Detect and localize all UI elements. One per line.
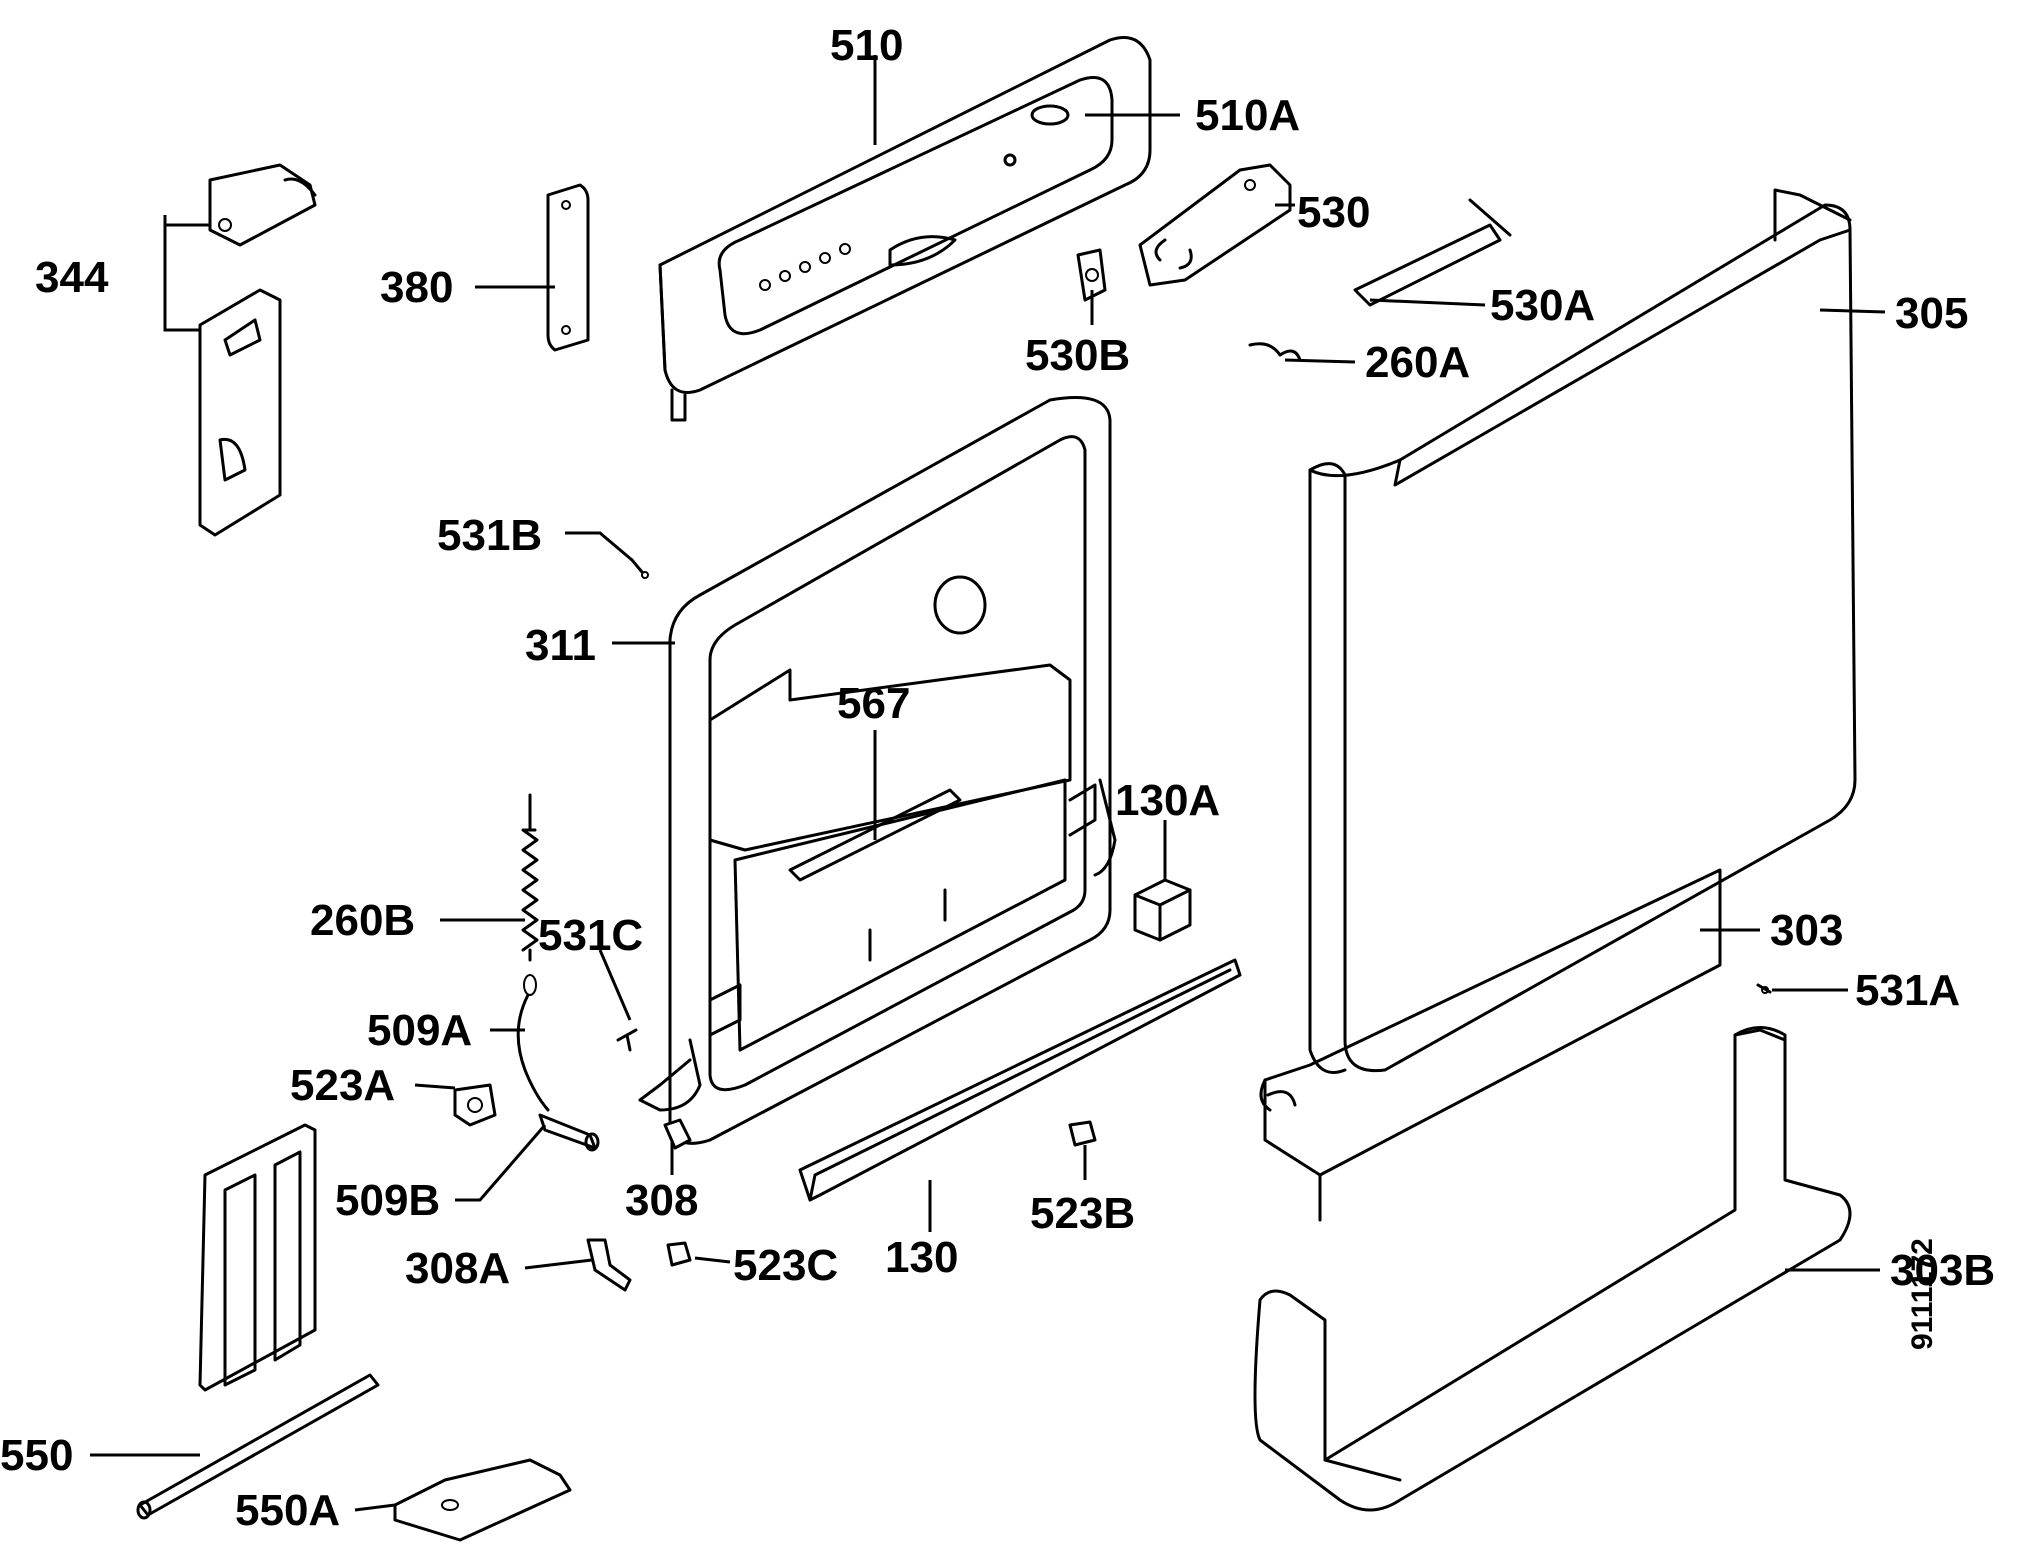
label-531A: 531A [1855,966,1960,1015]
bracket-308A-part [586,1238,632,1292]
label-510: 510 [830,21,903,70]
lower-trim-part [1259,868,1722,1222]
spring-part [521,793,539,996]
part-labels: 510 510A 530 530A 530B 260A 305 344 380 … [0,21,1995,1535]
label-380: 380 [380,263,453,312]
cable-part [516,993,550,1112]
small-spring-part [1248,342,1302,362]
label-130: 130 [885,1233,958,1282]
label-530A: 530A [1490,281,1595,330]
label-523B: 523B [1030,1189,1135,1238]
leg-frame-part [136,1123,380,1520]
clip-523C-part [666,1241,692,1267]
inner-door-part [638,396,1117,1145]
label-303: 303 [1770,906,1843,955]
clip-part [1076,248,1107,302]
screw-531A-part [1756,983,1772,994]
kick-plate-part [1253,1026,1852,1512]
leader-lines [90,55,1886,1512]
label-550: 550 [0,1431,73,1480]
label-531B: 531B [437,511,542,560]
label-303B: 303B [1890,1246,1995,1295]
label-509B: 509B [335,1176,440,1225]
label-567: 567 [837,679,910,728]
control-panel-part [658,36,1152,422]
block-part [1133,878,1192,942]
screw-531C-part [616,1028,638,1052]
label-308: 308 [625,1176,698,1225]
bottom-rail-part [798,958,1242,1202]
drawing-code: 9111172 [1906,1238,1939,1350]
cylinder-part [538,1113,600,1152]
label-130A: 130A [1115,776,1220,825]
label-305: 305 [1895,289,1968,338]
label-530: 530 [1297,188,1370,237]
label-344: 344 [35,253,109,302]
label-311: 311 [525,621,596,670]
hinge-bracket-part [198,163,317,537]
screw-531B-part [630,558,649,579]
bracket-550A-part [393,1458,572,1542]
clip-523B-part [1068,1120,1097,1147]
label-260A: 260A [1365,338,1470,387]
label-523A: 523A [290,1061,395,1110]
label-523C: 523C [733,1241,838,1290]
label-308A: 308A [405,1244,510,1293]
label-510A: 510A [1195,91,1300,140]
label-531C: 531C [538,911,643,960]
label-530B: 530B [1025,331,1130,380]
latch-plate-part [1353,198,1512,307]
label-260B: 260B [310,896,415,945]
label-509A: 509A [367,1006,472,1055]
clip-523A-part [453,1083,497,1127]
latch-part [1138,163,1292,287]
strip-part [546,183,590,352]
label-550A: 550A [235,1486,340,1535]
outer-door-panel-part [1308,188,1857,1074]
